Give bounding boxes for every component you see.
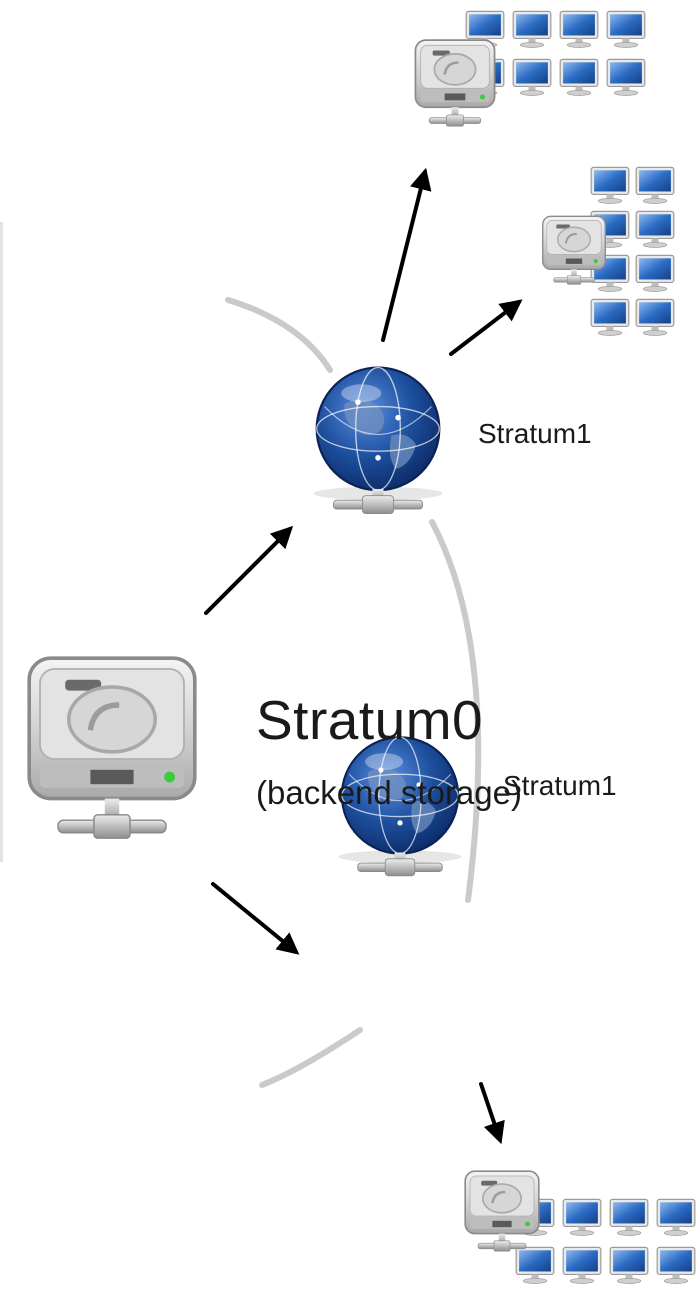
arrow-top-stratum1-to-top-cluster [381,167,432,342]
monitor-icon [562,1198,602,1236]
monitor-icon [635,166,675,204]
monitor-icon [609,1246,649,1284]
monitor-icon [606,58,646,96]
monitor-icon [512,58,552,96]
stratum1-bottom-label: Stratum1 [503,770,617,801]
left-edge-fragment [0,222,3,862]
monitor-icon [656,1246,696,1284]
monitor-icon [590,166,630,204]
monitor-icon [562,1246,602,1284]
monitor-icon [609,1198,649,1236]
monitor-icon [559,10,599,48]
monitor-icon [606,10,646,48]
arrow-top-stratum1-to-right-cluster [449,299,523,356]
monitor-icon [635,254,675,292]
stratum0-subtitle: (backend storage) [256,774,522,811]
hard-drive-icon [414,38,496,128]
arrow-stratum0-to-top-stratum1 [204,525,294,615]
background-arcs [225,297,482,1088]
stratum0-hard-drive-icon [29,658,195,838]
hard-drive-icon [463,1169,541,1253]
top-client-cluster [414,10,646,128]
arc-lower [259,1027,363,1088]
arrow-stratum0-to-bottom-stratum1 [211,882,300,955]
stratum1-top-label: Stratum1 [478,418,592,449]
arc-middle [429,519,482,903]
monitor-icon [512,10,552,48]
arc-upper [225,297,333,373]
monitor-icon [515,1246,555,1284]
monitor-icon [635,210,675,248]
monitor-icon [656,1198,696,1236]
monitor-icon [635,298,675,336]
right-client-cluster [541,166,675,336]
monitor-icon [559,58,599,96]
stratum0-title: Stratum0 [256,689,484,751]
monitor-icon [590,298,630,336]
stratum1-top-globe-icon [312,366,444,515]
bottom-client-cluster [463,1169,696,1284]
arrows [204,167,523,1145]
arrow-bottom-stratum1-to-bottom-cluster [479,1082,505,1145]
